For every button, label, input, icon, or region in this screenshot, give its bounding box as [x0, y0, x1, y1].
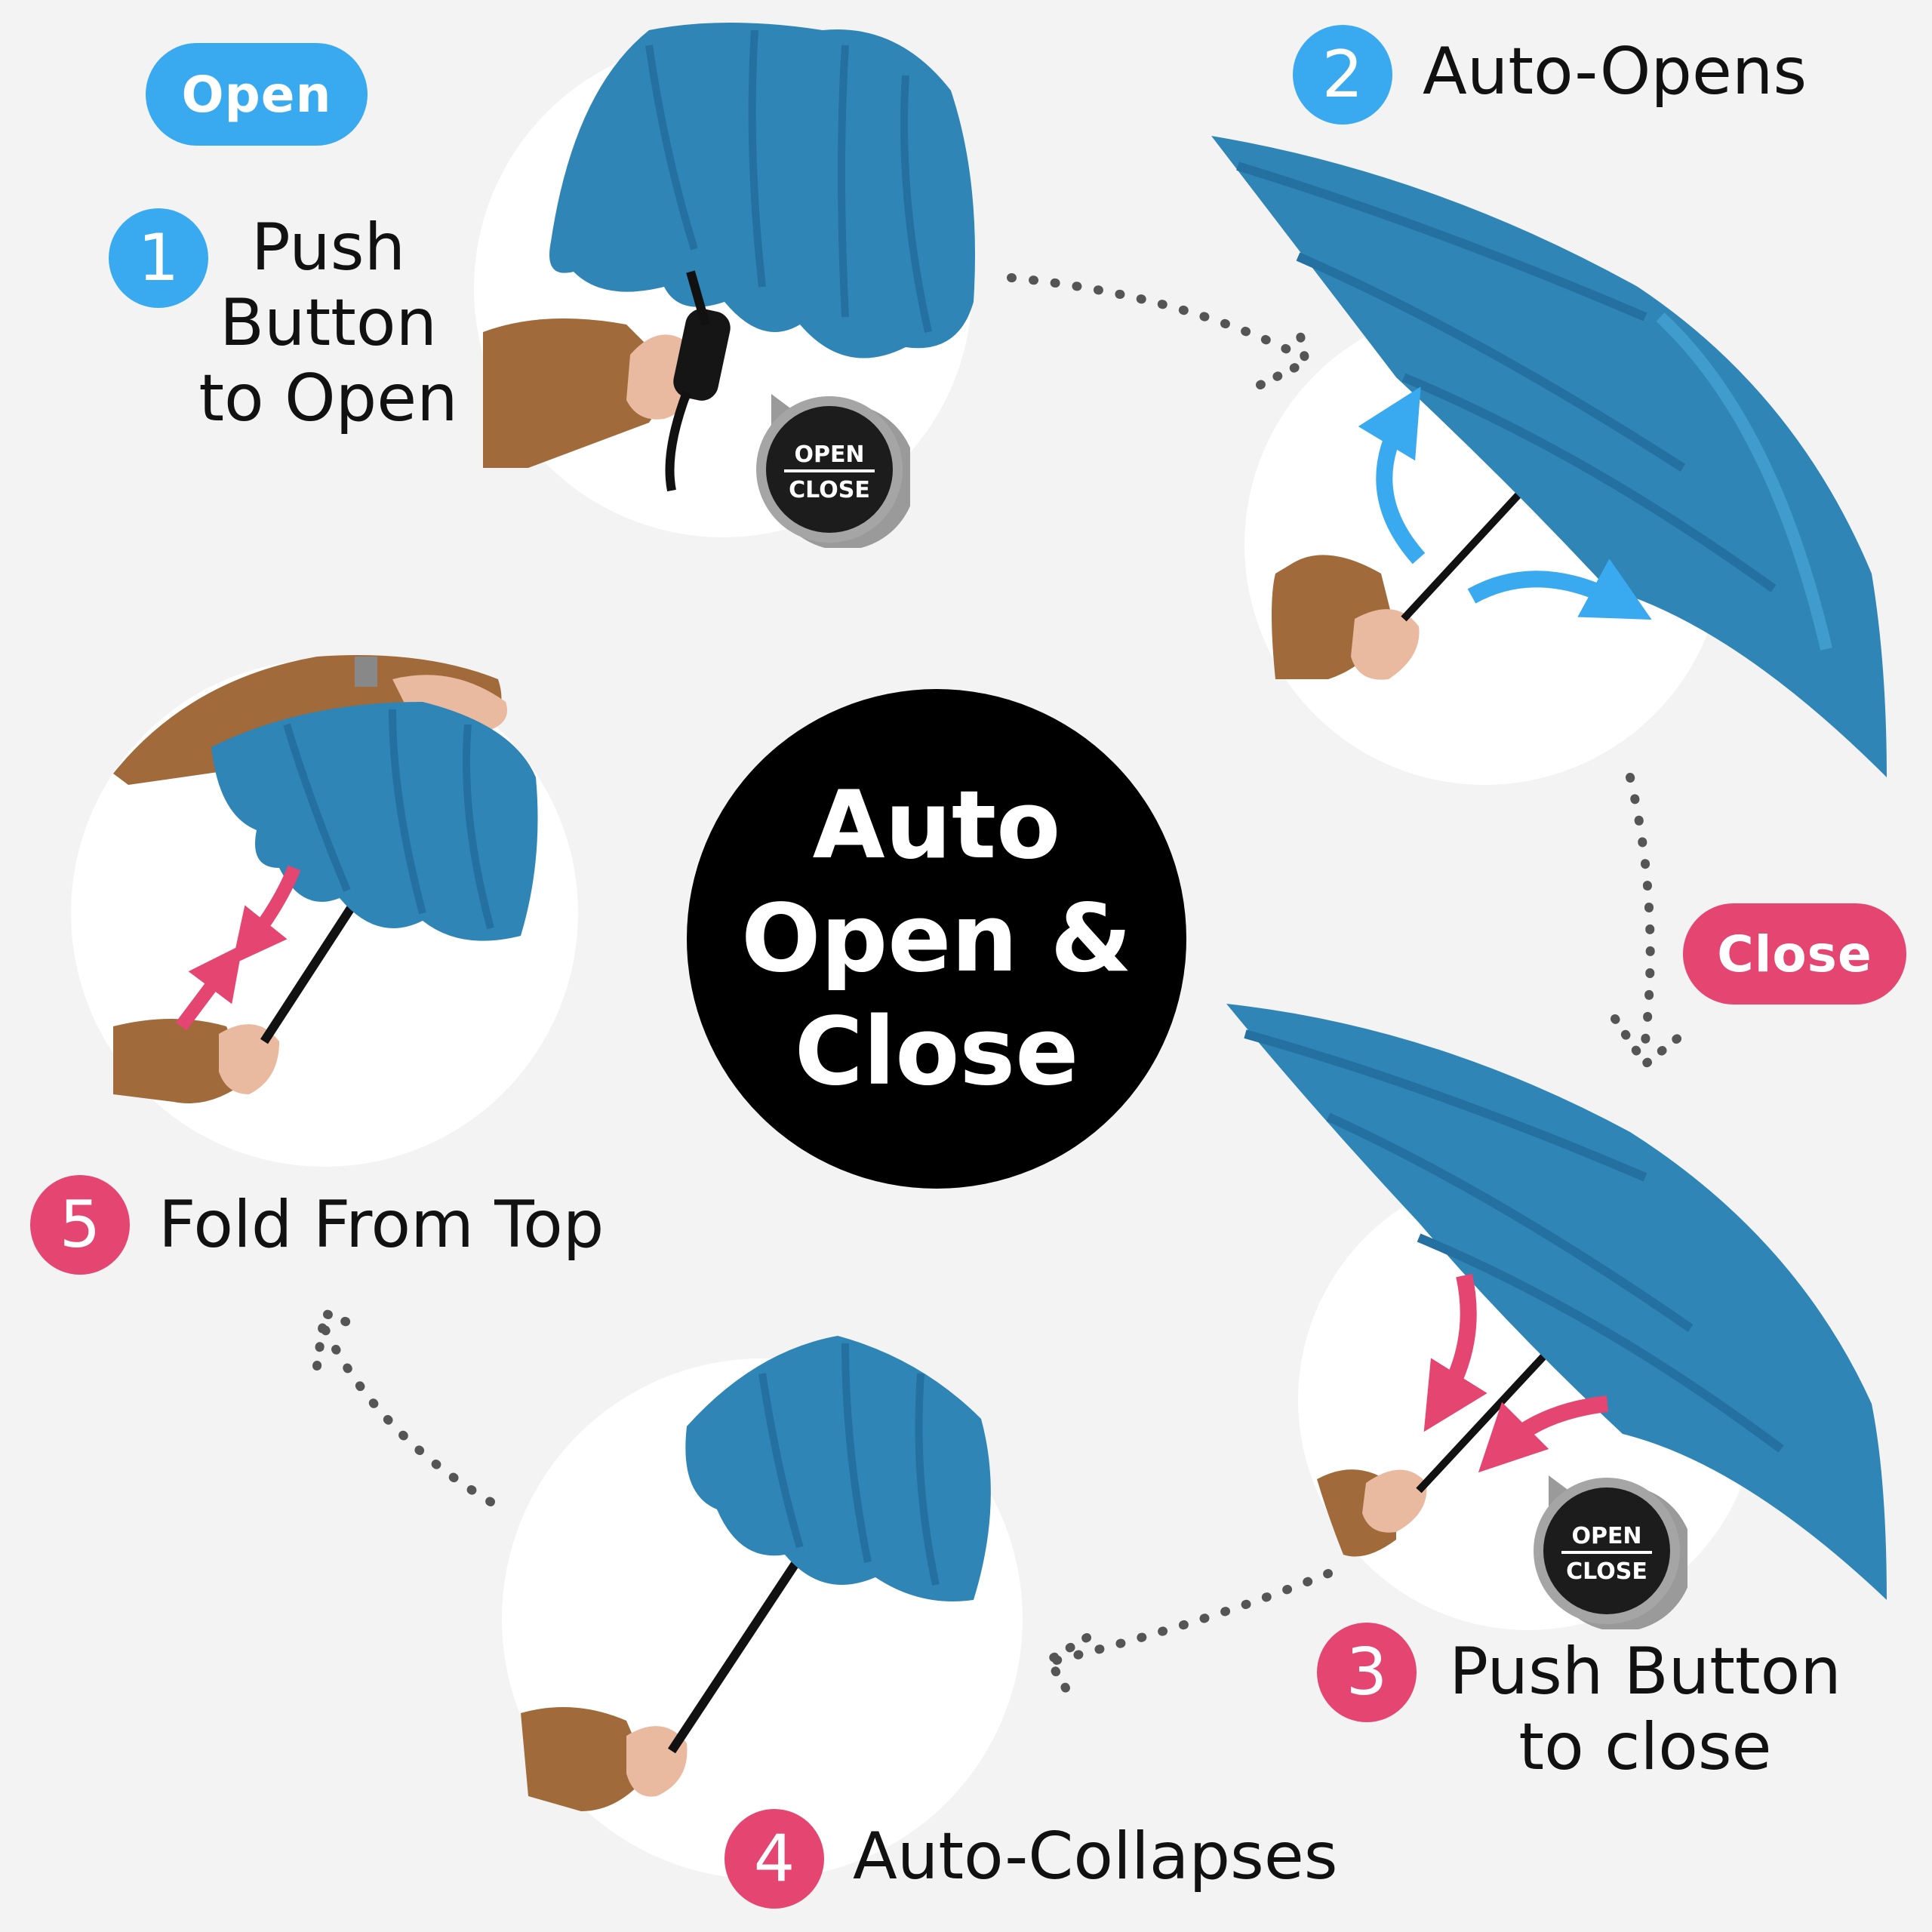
step-4-number: 4	[724, 1809, 824, 1909]
center-title-line-1: Auto	[812, 771, 1061, 880]
step-3-number: 3	[1317, 1623, 1417, 1722]
step-1-label: Push Button to Open	[192, 210, 464, 436]
step-1-line-2: Button	[219, 285, 438, 361]
step-1-number: 1	[109, 208, 208, 308]
step-5-number: 5	[30, 1175, 130, 1275]
step-3-line-1: Push Button	[1449, 1634, 1841, 1709]
step-1-line-3: to Open	[198, 361, 458, 436]
step-1-line-1: Push	[251, 210, 406, 285]
open-badge: Open	[146, 43, 368, 146]
callout-1-close-text: CLOSE	[789, 477, 870, 503]
step-4-line-1: Auto-Collapses	[853, 1819, 1338, 1894]
button-callout-step3: OPEN CLOSE	[1534, 1475, 1687, 1629]
step1-umbrella-image	[483, 23, 975, 492]
flow-arrow-2-to-3	[1626, 773, 1655, 1046]
step-3-label: Push Button to close	[1438, 1634, 1853, 1785]
step-5-line-1: Fold From Top	[158, 1187, 605, 1263]
callout-1-open-text: OPEN	[794, 441, 864, 468]
center-title-line-2: Open &	[741, 884, 1132, 993]
step4-umbrella-image	[521, 1336, 991, 1811]
step-2-label: Auto-Opens	[1423, 34, 1807, 109]
button-callout-step1: OPEN CLOSE	[756, 394, 910, 548]
step-3-line-2: to close	[1518, 1709, 1772, 1785]
step-2-number: 2	[1293, 25, 1392, 125]
step2-umbrella-image	[1211, 136, 1887, 777]
flow-arrow-3-to-4	[1052, 1569, 1333, 1665]
center-title-circle: Auto Open & Close	[687, 689, 1186, 1189]
step-4-label: Auto-Collapses	[853, 1819, 1338, 1894]
close-badge: Close	[1683, 903, 1906, 1004]
flow-arrow-4-to-5	[320, 1324, 495, 1506]
callout-2-close-text: CLOSE	[1566, 1558, 1647, 1585]
flow-arrowheads	[312, 320, 1687, 1703]
callout-2-open-text: OPEN	[1571, 1523, 1641, 1549]
center-title-line-3: Close	[794, 998, 1079, 1106]
step3-umbrella-image	[1226, 1004, 1887, 1600]
step-5-label: Fold From Top	[158, 1187, 604, 1263]
step5-umbrella-image	[113, 655, 538, 1103]
step-2-line-1: Auto-Opens	[1423, 34, 1807, 109]
flow-arrow-1-to-2	[1007, 273, 1303, 359]
flow-arrows	[320, 273, 1655, 1665]
